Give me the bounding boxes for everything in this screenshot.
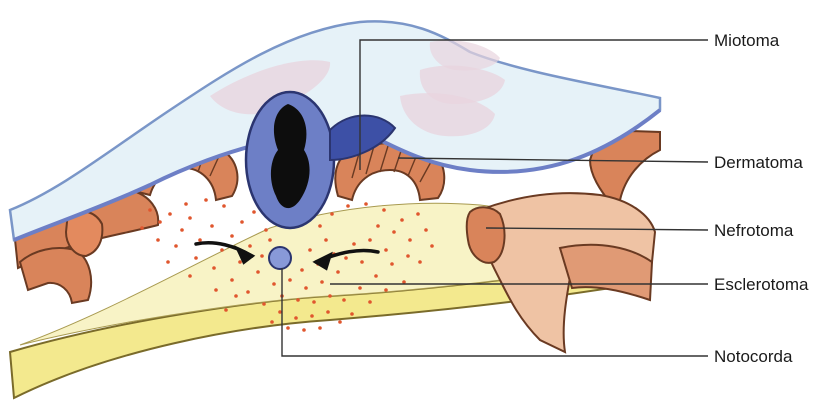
label-nefrotoma: Nefrotoma	[714, 221, 794, 240]
label-dermatoma: Dermatoma	[714, 153, 803, 172]
labels: Miotoma Dermatoma Nefrotoma Esclerotoma …	[714, 31, 809, 366]
label-esclerotoma: Esclerotoma	[714, 275, 809, 294]
label-miotoma: Miotoma	[714, 31, 780, 50]
notochord	[269, 247, 291, 269]
label-notocorda: Notocorda	[714, 347, 793, 366]
